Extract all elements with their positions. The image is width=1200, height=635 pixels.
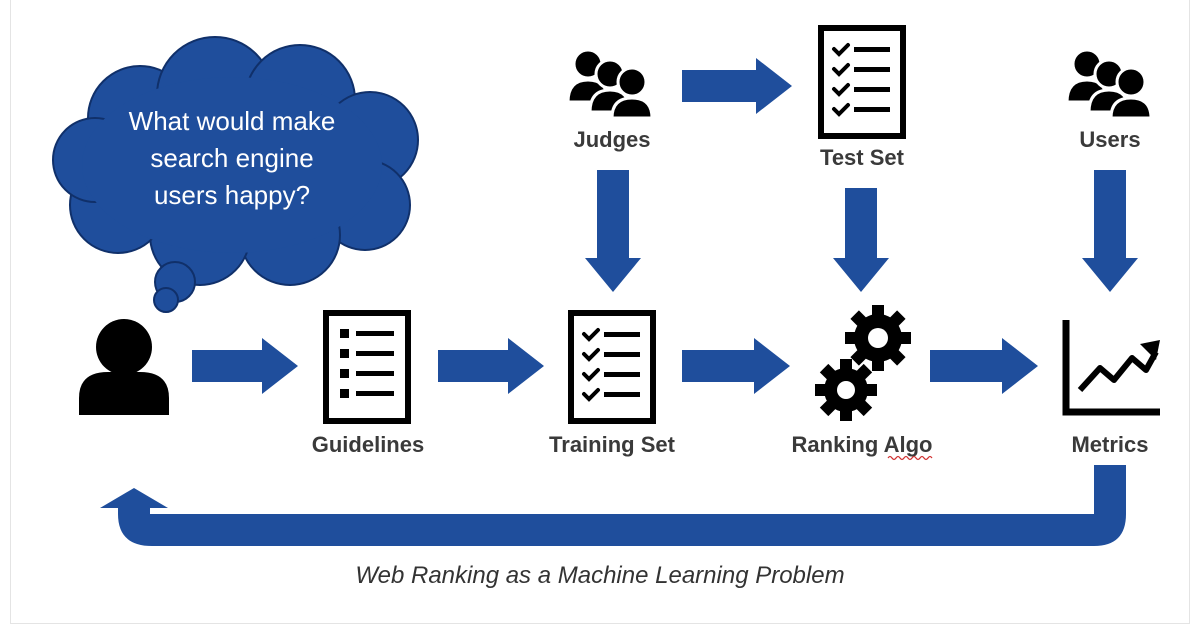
arrow-test-set-to-ranking-algo bbox=[833, 188, 889, 292]
arrow-person-to-guidelines bbox=[192, 338, 298, 394]
guidelines-document-icon bbox=[323, 310, 411, 424]
users-group-icon bbox=[1065, 48, 1153, 120]
label-ranking-algo: Ranking Algo bbox=[792, 432, 933, 457]
training-set-checklist-icon bbox=[568, 310, 656, 424]
judges-group-icon bbox=[566, 48, 654, 120]
label-users: Users bbox=[1079, 127, 1140, 152]
figure-caption: Web Ranking as a Machine Learning Proble… bbox=[355, 562, 845, 589]
arrow-ranking-algo-to-metrics bbox=[930, 338, 1038, 394]
cloud-line-2: search engine bbox=[150, 143, 313, 173]
label-training-set: Training Set bbox=[549, 432, 676, 457]
arrow-judges-to-training-set bbox=[585, 170, 641, 292]
arrows bbox=[100, 58, 1138, 546]
arrow-guidelines-to-training-set bbox=[438, 338, 544, 394]
arrow-users-to-metrics bbox=[1082, 170, 1138, 292]
metrics-chart-icon bbox=[1062, 320, 1160, 416]
spellcheck-underline bbox=[887, 455, 933, 461]
arrow-training-set-to-ranking-algo bbox=[682, 338, 790, 394]
label-metrics: Metrics bbox=[1071, 432, 1148, 457]
person-icon bbox=[79, 319, 169, 415]
arrow-judges-to-test-set bbox=[682, 58, 792, 114]
cloud-line-1: What would make bbox=[129, 106, 336, 136]
gears-icon bbox=[815, 305, 911, 421]
ml-ranking-diagram: What would make search engine users happ… bbox=[52, 25, 1160, 546]
label-guidelines: Guidelines bbox=[312, 432, 424, 457]
test-set-checklist-icon bbox=[818, 25, 906, 139]
image-frame bbox=[10, 0, 1190, 624]
thought-cloud: What would make search engine users happ… bbox=[52, 36, 419, 313]
cloud-line-3: users happy? bbox=[154, 180, 310, 210]
label-test-set: Test Set bbox=[820, 145, 905, 170]
arrow-feedback-loop bbox=[100, 465, 1126, 546]
label-judges: Judges bbox=[573, 127, 650, 152]
